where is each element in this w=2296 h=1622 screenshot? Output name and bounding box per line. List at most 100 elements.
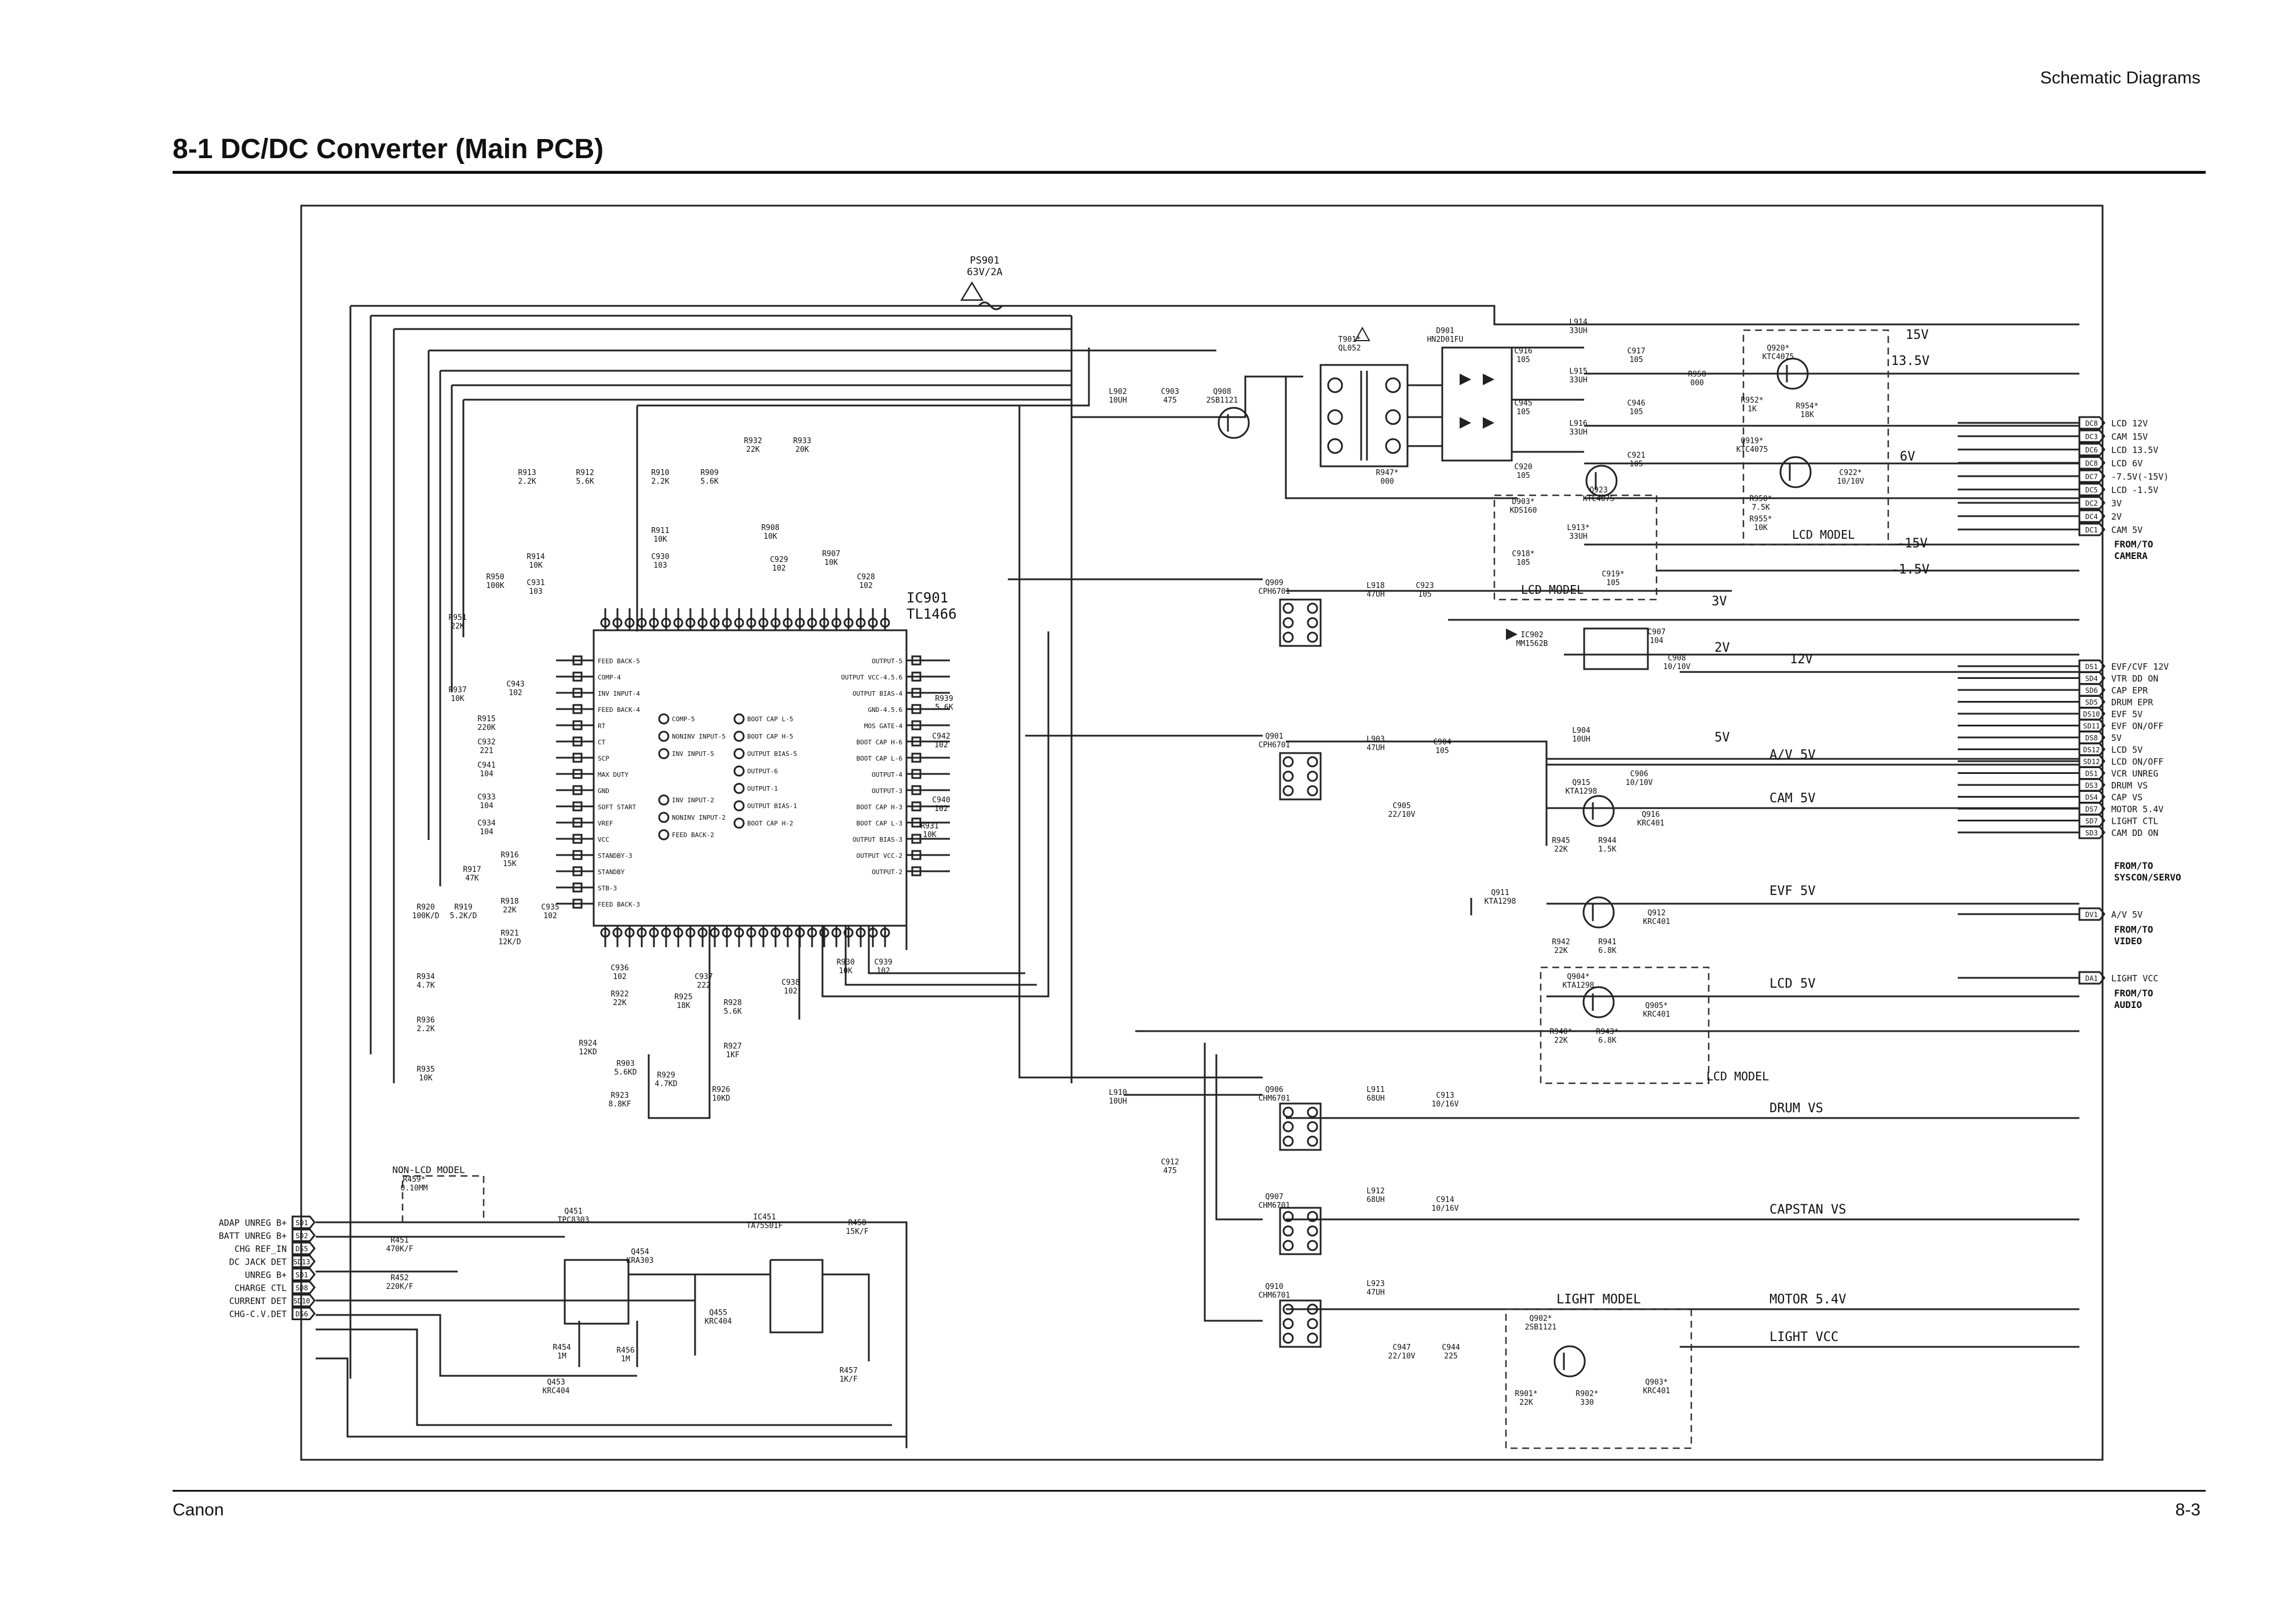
connector-signal-label: LIGHT CTL [2111,816,2158,827]
part-value: 10/10V [1626,779,1653,787]
ic-inner-pin [733,800,745,812]
ic-pin-label: GND [598,787,609,795]
fet-pin [1307,1225,1318,1237]
ic-pin-pad [572,769,583,779]
ic-pin-label: OUTPUT BIAS-4 [853,690,902,697]
connector-signal-label: CHG-C.V.DET [229,1309,287,1320]
ic-bottom-pad [746,927,756,938]
ic-pin-pad [911,688,922,698]
ic-top-pad [685,618,696,628]
part-value: CHM6701 [1259,1094,1290,1103]
part-value: 10K [839,967,853,976]
ic-pin-label: RT [598,722,606,730]
connector-pin-label: DC5 [2085,486,2098,494]
ic-pin-pad [572,882,583,893]
part-value: KTA1298 [1563,981,1595,990]
connector-pin [2078,778,2105,792]
connector-pin-label: DS7 [2085,805,2098,813]
part-value: KRC404 [543,1387,570,1395]
connector-pin [2078,707,2105,721]
connector-pin [2078,825,2105,839]
part-value: 102 [859,582,872,590]
transistor-symbol [1779,456,1812,488]
part-ref: R930 [836,958,854,967]
connector-pin-label: DC8 [2085,459,2098,467]
fet-pin [1282,1106,1294,1118]
connector-pin [291,1294,316,1307]
part-value: 0.10MM [401,1184,428,1193]
part-value: 18K [1800,411,1814,419]
part-ref: C939 [874,958,892,967]
part-ref: Q920* [1767,344,1789,353]
lcd-model-box-low [1540,966,1710,1084]
ic-pin-label: VCC [598,836,609,843]
connector-signal-label: VTR DD ON [2111,674,2158,684]
part-ref: L916 [1569,419,1587,428]
fet-pin [1307,785,1318,797]
ic-bottom-pad [722,927,732,938]
ic-pin-label: BOOT CAP H-6 [857,739,902,746]
part-ref: C944 [1442,1343,1460,1352]
part-ref: C935 [541,903,559,912]
part-ref: Q910 [1265,1283,1283,1291]
connector-pin [2078,456,2105,470]
part-ref: Q911 [1491,889,1509,897]
part-value: KRC404 [705,1317,732,1326]
connector-pin-label: DS5 [295,1245,308,1253]
part-value: KRC401 [1643,918,1670,926]
ic-bottom-pad [612,927,623,938]
fet-pin [1282,1211,1294,1222]
part-ref: R454 [553,1343,571,1352]
connector-pin-label: SD4 [2085,675,2098,683]
lcd-model-label-low: LCD MODEL [1706,1069,1769,1083]
rail-label: -15V [1897,536,1928,551]
ic-inner-label: OUTPUT BIAS-1 [747,802,797,810]
lcd-model-box-top [1742,329,1889,546]
connector-signal-label: EVF ON/OFF [2111,721,2163,732]
ic-top-pad [697,618,708,628]
rail-lines-mid [1124,590,2079,1348]
ic-pin-pad [911,655,922,666]
ic-pin-label: STB-3 [598,885,617,892]
part-ref: Q905* [1645,1002,1668,1010]
part-ref: C942 [932,732,950,741]
part-value: TPC8303 [558,1216,590,1225]
transistor-symbol [1585,465,1618,497]
part-value: 12KD [579,1048,597,1057]
part-ref: Q916 [1641,810,1659,819]
part-ref: C904 [1433,738,1451,747]
ic-pin-label: OUTPUT VCC-4.5.6 [841,674,902,681]
diode-d903 [1506,629,1518,640]
part-value: 102 [784,987,797,996]
part-value: 6.8K [1598,947,1616,955]
part-ref: R917 [463,865,481,874]
part-ref: C923 [1416,582,1434,590]
fet-pin [1282,1332,1294,1344]
part-ref: R954* [1796,402,1818,411]
fet-pin [1307,617,1318,629]
part-ref: R908 [761,524,779,532]
part-value: 2SB1121 [1525,1323,1557,1332]
part-ref: R903 [616,1060,634,1068]
fet-pin [1282,1135,1294,1147]
ic-top-pad [661,618,671,628]
part-ref: C936 [610,964,628,973]
connector-pin-label: DC6 [2085,446,2098,454]
connector-pin [2078,496,2105,510]
part-value: 5.6K [576,477,594,486]
ic-pin-label: VREF [598,820,613,827]
connector-pin [2078,523,2105,536]
part-value: 2.2K [416,1025,434,1033]
part-value: QL052 [1338,344,1361,353]
part-ref: C912 [1161,1158,1179,1167]
connector-signal-label: CHARGE CTL [235,1283,287,1294]
page-number: 8-3 [2175,1500,2200,1519]
part-value: 105 [1516,408,1530,417]
ic-top-pad [770,618,781,628]
part-ref: R452 [390,1274,408,1283]
part-value: 105 [1418,590,1431,599]
ic-bottom-pad [649,927,659,938]
fet-pin [1307,1211,1318,1222]
connector-pin-label: SD3 [2085,829,2098,837]
